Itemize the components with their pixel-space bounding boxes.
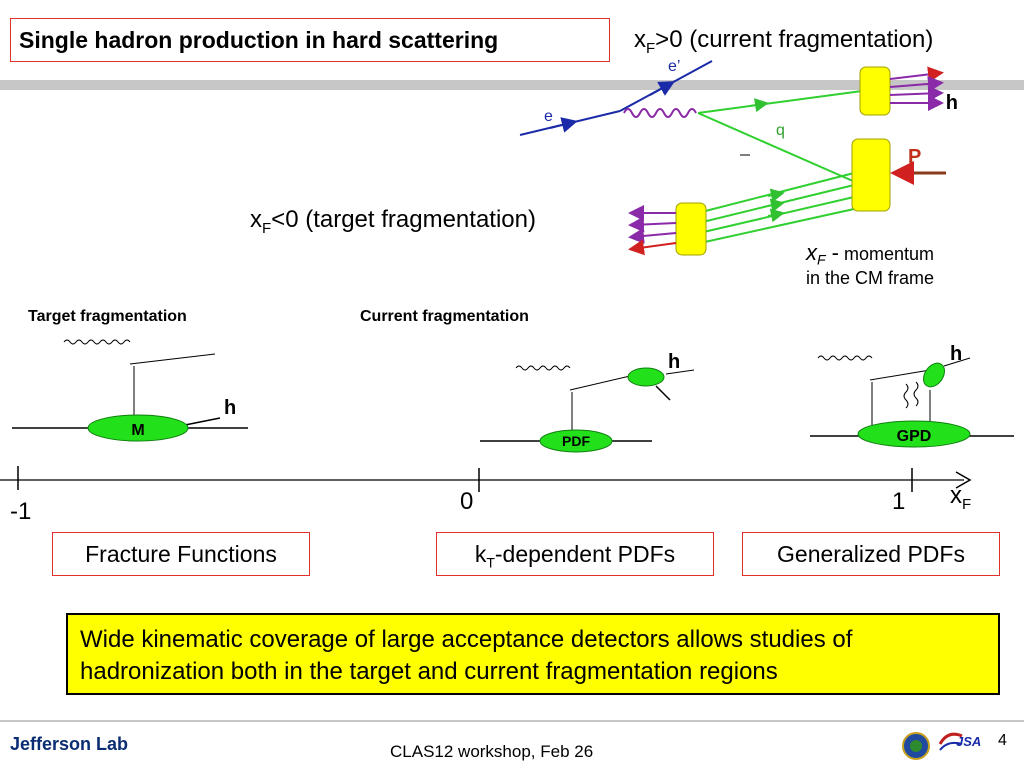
xf-definition: xF - momentum in the CM frame [805,240,935,288]
target-fragmentation-diagram: M h [12,339,248,442]
jsa-swoosh-icon [938,732,963,745]
scattered-electron-label: e’ [668,58,680,75]
pdf-blob [539,429,613,453]
gpd-diagram: GPD h [810,343,1014,448]
dis-diagram: e e’ q h P [519,58,958,256]
axis-title-xf: xF [950,482,972,513]
hadron-label-gpd: h [950,343,962,365]
slide-title: Single hadron production in hard scatter… [10,18,610,62]
gpd-blob [857,420,971,448]
fracture-blob [87,414,189,442]
header-divider [0,80,1024,90]
svg-text:GPD: GPD [897,428,932,445]
summary-note: Wide kinematic coverage of large accepta… [66,613,1000,695]
hadron-label-target: h [224,397,236,419]
hadron-label-top: h [946,92,958,114]
jsa-logo-text: JSA [956,734,981,749]
virtual-photon [623,108,697,118]
footer-event: CLAS12 workshop, Feb 26 [390,742,594,761]
kt-pdfs-box: kT-dependent PDFs [436,532,714,576]
target-fragmentation-label: Target fragmentation [28,308,187,325]
sponsor-logos: JSA [902,732,981,760]
fracture-functions-box: Fracture Functions [52,532,310,576]
xf-positive-caption: xF>0 (current fragmentation) [634,26,934,57]
current-fragmentation-label: Current fragmentation [360,308,529,325]
quark-label: q [776,122,785,139]
electron-label: e [544,108,553,125]
svg-text:M: M [131,422,144,439]
jefferson-lab-logo: Jefferson Lab [10,734,129,754]
current-fragmentation-diagram: PDF h [480,351,695,453]
current-hadron-blob [859,66,891,116]
quark-line-down [697,112,863,186]
footer-divider [0,720,1024,722]
proton-label: P [908,146,921,168]
quark-line-up [697,90,863,114]
hadron-label-current: h [668,351,680,373]
fragmentation-diagrams: M h PDF h GPD h [12,339,1014,453]
axis-label-1: 1 [892,488,906,515]
xf-axis [0,466,972,492]
target-hadron-blob [675,202,707,256]
proton-blob [851,138,891,212]
generalized-pdfs-box: Generalized PDFs [742,532,1000,576]
svg-text:PDF: PDF [562,433,590,449]
page-number: 4 [998,732,1007,749]
axis-label-minus1: -1 [10,498,32,525]
xf-negative-caption: xF<0 (target fragmentation) [250,206,536,237]
axis-label-0: 0 [460,488,474,515]
